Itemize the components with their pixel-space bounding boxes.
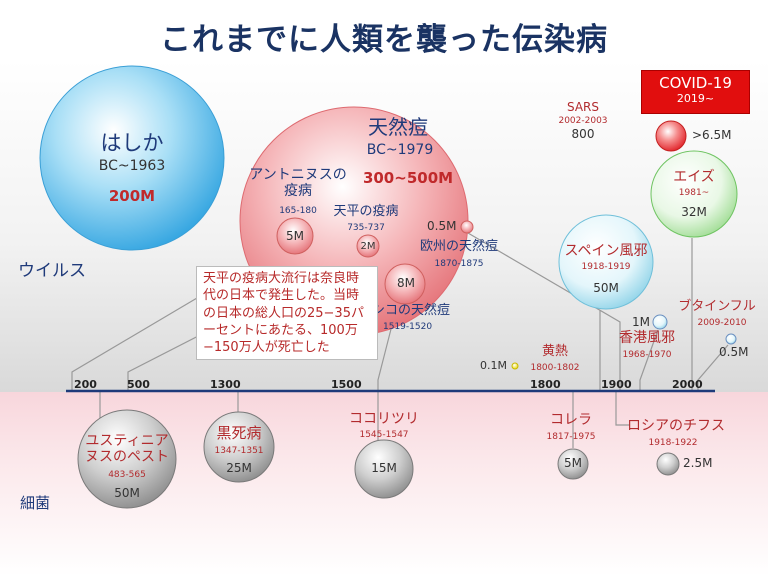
black-death-period: 1347-1351 xyxy=(214,446,264,456)
justinian-name: ユスティニアヌスのペスト xyxy=(85,433,169,466)
tick-label: 1900 xyxy=(601,378,632,391)
swine-flu-bubble xyxy=(725,333,737,345)
virus-category-label: ウイルス xyxy=(18,261,86,281)
spanish-flu-deaths: 50M xyxy=(593,281,619,295)
tick-label: 1300 xyxy=(210,378,241,391)
antonine-name: アントニヌスの疫病 xyxy=(249,167,347,200)
tick-label: 200 xyxy=(74,378,97,391)
tenpyo-name: 天平の疫病 xyxy=(333,204,399,219)
europe-smallpox-name: 欧州の天然痘 xyxy=(419,239,499,254)
yellow-fever-bubble xyxy=(511,362,519,370)
spanish-flu-period: 1918-1919 xyxy=(581,262,631,272)
mexico-smallpox-bubble xyxy=(384,263,426,305)
covid-deaths: >6.5M xyxy=(692,128,732,142)
justinian-period: 483-565 xyxy=(108,470,146,480)
justinian-deaths: 50M xyxy=(114,486,140,500)
tick-label: 2000 xyxy=(672,378,703,391)
page-title: これまでに人類を襲った伝染病 xyxy=(160,22,608,58)
spanish-flu-bubble xyxy=(558,214,654,310)
russian-flu-name: ロシアのチフス xyxy=(627,418,725,434)
antonine-bubble xyxy=(276,217,314,255)
cholera-bubble xyxy=(557,448,589,480)
covid-period: 2019~ xyxy=(676,92,715,105)
swine-flu-period: 2009-2010 xyxy=(697,318,747,328)
black-death-deaths: 25M xyxy=(226,461,252,475)
antonine-period: 165-180 xyxy=(279,206,317,216)
tenpyo-note: 天平の疫病大流行は奈良時代の日本で発生した。当時の日本の総人口の25−35パーセ… xyxy=(196,266,378,361)
covid-name: COVID-19 xyxy=(659,74,732,92)
aids-deaths: 32M xyxy=(681,205,707,219)
sars-name: SARS xyxy=(566,100,600,114)
europe-smallpox-deaths: 0.5M xyxy=(427,219,457,233)
hongkong-flu-name: 香港風邪 xyxy=(619,330,675,346)
aids-name: エイズ xyxy=(673,169,715,185)
tick-label: 1800 xyxy=(530,378,561,391)
yellow-fever-period: 1800-1802 xyxy=(530,363,580,373)
aids-period: 1981~ xyxy=(678,188,710,198)
cocoliztli-deaths: 15M xyxy=(371,461,397,475)
bacteria-category-label: 細菌 xyxy=(20,494,51,512)
yellow-fever-deaths: 0.1M xyxy=(480,359,507,372)
smallpox-period: BC~1979 xyxy=(366,142,434,158)
measles-period: BC~1963 xyxy=(98,158,166,174)
europe-smallpox-bubble xyxy=(460,220,474,234)
cholera-period: 1817-1975 xyxy=(546,432,596,442)
measles-name: はしか xyxy=(100,131,164,155)
tenpyo-deaths: 2M xyxy=(360,241,376,252)
cocoliztli-bubble xyxy=(354,439,414,499)
justinian-bubble xyxy=(77,409,177,509)
europe-smallpox-period: 1870-1875 xyxy=(434,259,484,269)
cholera-name: コレラ xyxy=(550,412,592,428)
tenpyo-bubble xyxy=(356,234,380,258)
yellow-fever-name: 黄熱 xyxy=(541,344,569,359)
tick-label: 1500 xyxy=(331,378,362,391)
russian-flu-bubble xyxy=(656,452,680,476)
hongkong-flu-bubble xyxy=(652,314,668,330)
smallpox-deaths: 300~500M xyxy=(362,169,454,187)
hongkong-flu-period: 1968-1970 xyxy=(622,350,672,360)
cocoliztli-period: 1545-1547 xyxy=(359,430,409,440)
mexico-smallpox-period: 1519-1520 xyxy=(383,322,433,332)
sars-deaths: 800 xyxy=(571,127,595,141)
black-death-name: 黒死病 xyxy=(216,424,262,442)
smallpox-name: 天然痘 xyxy=(368,115,428,139)
hongkong-flu-deaths: 1M xyxy=(632,315,650,329)
sars-period: 2002-2003 xyxy=(558,116,608,126)
covid-bubble xyxy=(655,120,687,152)
cholera-deaths: 5M xyxy=(564,456,582,470)
spanish-flu-name: スペイン風邪 xyxy=(564,243,648,259)
tick-label: 500 xyxy=(127,378,150,391)
russian-flu-period: 1918-1922 xyxy=(648,438,698,448)
russian-flu-deaths: 2.5M xyxy=(683,456,713,470)
black-death-bubble xyxy=(203,411,275,483)
antonine-deaths: 5M xyxy=(286,229,304,243)
measles-bubble xyxy=(39,65,225,251)
swine-flu-deaths: 0.5M xyxy=(719,345,749,359)
aids-bubble xyxy=(650,150,738,238)
tenpyo-period: 735-737 xyxy=(347,223,385,233)
measles-deaths: 200M xyxy=(108,187,156,205)
mexico-smallpox-deaths: 8M xyxy=(397,276,415,290)
covid-label-box: COVID-19 2019~ xyxy=(641,70,750,114)
leader-lines xyxy=(71,232,729,448)
cocoliztli-name: ココリツリ xyxy=(349,411,419,427)
swine-flu-name: ブタインフル xyxy=(678,299,756,314)
